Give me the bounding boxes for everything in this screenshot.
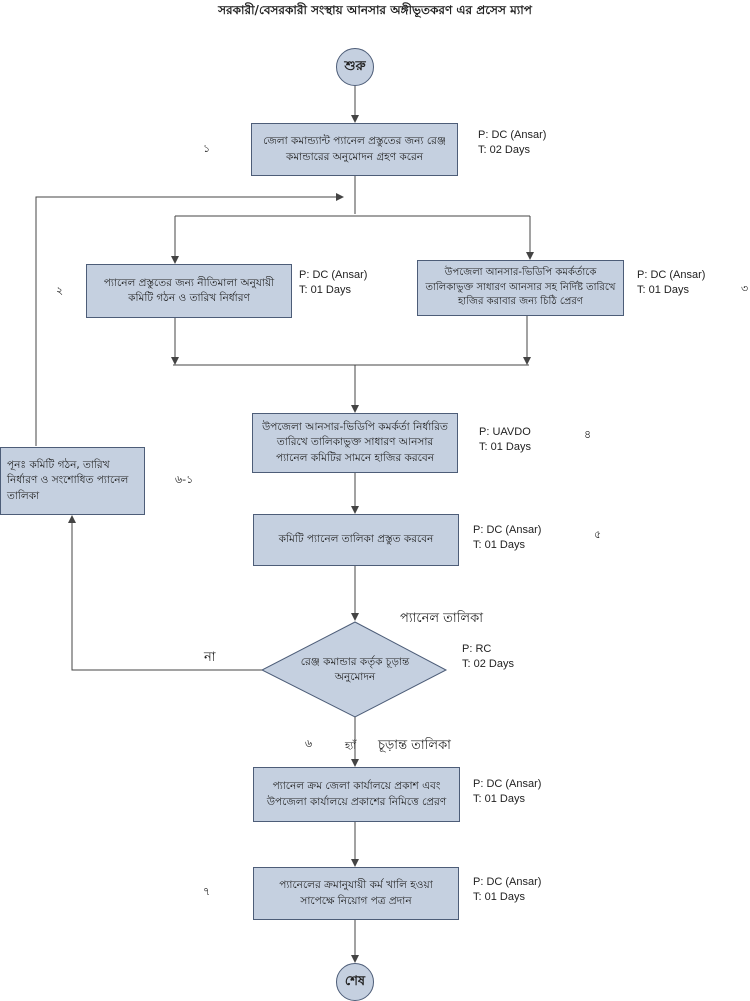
step-2-text: প্যানেল প্রস্তুতের জন্য নীতিমালা অনুযায়…: [103, 276, 275, 304]
step-5-text: কমিটি প্যানেল তালিকা প্রস্তুত করবেন: [278, 533, 434, 546]
step-2-box: প্যানেল প্রস্তুতের জন্য নীতিমালা অনুযায়…: [86, 264, 292, 318]
step-3-number: ৩: [741, 282, 749, 295]
label-final-list: চূড়ান্ত তালিকা: [378, 738, 451, 753]
step-1-box: জেলা কমান্ড্যান্ট প্যানেল প্রস্তুতের জন্…: [251, 123, 458, 176]
arrow-rework-loop-back: [35, 193, 344, 446]
rework-text: পূনঃ কমিটি গঠন, তারিখ নির্ধারণ ও সংশোধিত…: [7, 459, 129, 502]
step-4-box: উপজেলা আনসার-ভিডিপি কমর্কর্তা নির্ধারিত …: [252, 413, 458, 473]
label-yes: হ্যাঁ: [345, 741, 357, 752]
arrow-no-to-rework: [68, 515, 262, 671]
step-2-number: ২: [56, 284, 64, 297]
step-5-time: T: 01 Days: [473, 539, 525, 551]
step-7-number: ৭: [203, 885, 211, 898]
label-no: না: [204, 650, 216, 665]
rework-box: পূনঃ কমিটি গঠন, তারিখ নির্ধারণ ও সংশোধিত…: [0, 447, 145, 515]
publish-step-time: T: 01 Days: [473, 793, 525, 805]
step-5-box: কমিটি প্যানেল তালিকা প্রস্তুত করবেন: [253, 514, 459, 566]
step-7-text: প্যানেলের ক্রমানুযায়ী কর্ম খালি হওয়া স…: [279, 879, 433, 907]
step-3-box: উপজেলা আনসার-ভিডিপি কমর্কর্তাকে তালিকাভু…: [417, 260, 624, 316]
step-4-person: P: UAVDO: [479, 426, 531, 438]
decision-text: রেঞ্জ কমান্ডার কর্তৃক চূড়ান্ত অনুমোদন: [300, 656, 410, 683]
step-3-person: P: DC (Ansar): [637, 269, 706, 281]
step-1-person: P: DC (Ansar): [478, 129, 547, 141]
start-node: শুরু: [336, 48, 374, 86]
step-4-number: ৪: [584, 428, 592, 441]
step-3-time: T: 01 Days: [637, 284, 689, 296]
step-7-person: P: DC (Ansar): [473, 876, 542, 888]
step-5-person: P: DC (Ansar): [473, 524, 542, 536]
end-node: শেষ: [336, 963, 374, 1001]
step-5-number: ৫: [594, 528, 602, 541]
step-4-time: T: 01 Days: [479, 441, 531, 453]
publish-step-box: প্যানেল ক্রম জেলা কার্যালয়ে প্রকাশ এবং …: [253, 767, 460, 822]
step-4-text: উপজেলা আনসার-ভিডিপি কমর্কর্তা নির্ধারিত …: [262, 421, 448, 464]
step-1-time: T: 02 Days: [478, 144, 530, 156]
label-panel-list: প্যানেল তালিকা: [400, 611, 483, 626]
page-title: সরকারী/বেসরকারী সংস্থায় আনসার অঙ্গীভূতক…: [218, 3, 532, 17]
step-2-time: T: 01 Days: [299, 284, 351, 296]
step-3-text: উপজেলা আনসার-ভিডিপি কমর্কর্তাকে তালিকাভু…: [425, 267, 616, 308]
step-6-time: T: 02 Days: [462, 658, 514, 670]
publish-step-person: P: DC (Ansar): [473, 778, 542, 790]
step-7-box: প্যানেলের ক্রমানুযায়ী কর্ম খালি হওয়া স…: [253, 867, 459, 920]
step-6-number: ৬: [305, 737, 313, 750]
publish-step-text: প্যানেল ক্রম জেলা কার্যালয়ে প্রকাশ এবং …: [266, 780, 447, 808]
rework-number: ৬-১: [175, 473, 194, 486]
step-2-person: P: DC (Ansar): [299, 269, 368, 281]
step-7-time: T: 01 Days: [473, 891, 525, 903]
step-6-person: P: RC: [462, 643, 492, 655]
step-1-number: ১: [203, 142, 211, 155]
step-1-text: জেলা কমান্ড্যান্ট প্যানেল প্রস্তুতের জন্…: [263, 135, 446, 163]
